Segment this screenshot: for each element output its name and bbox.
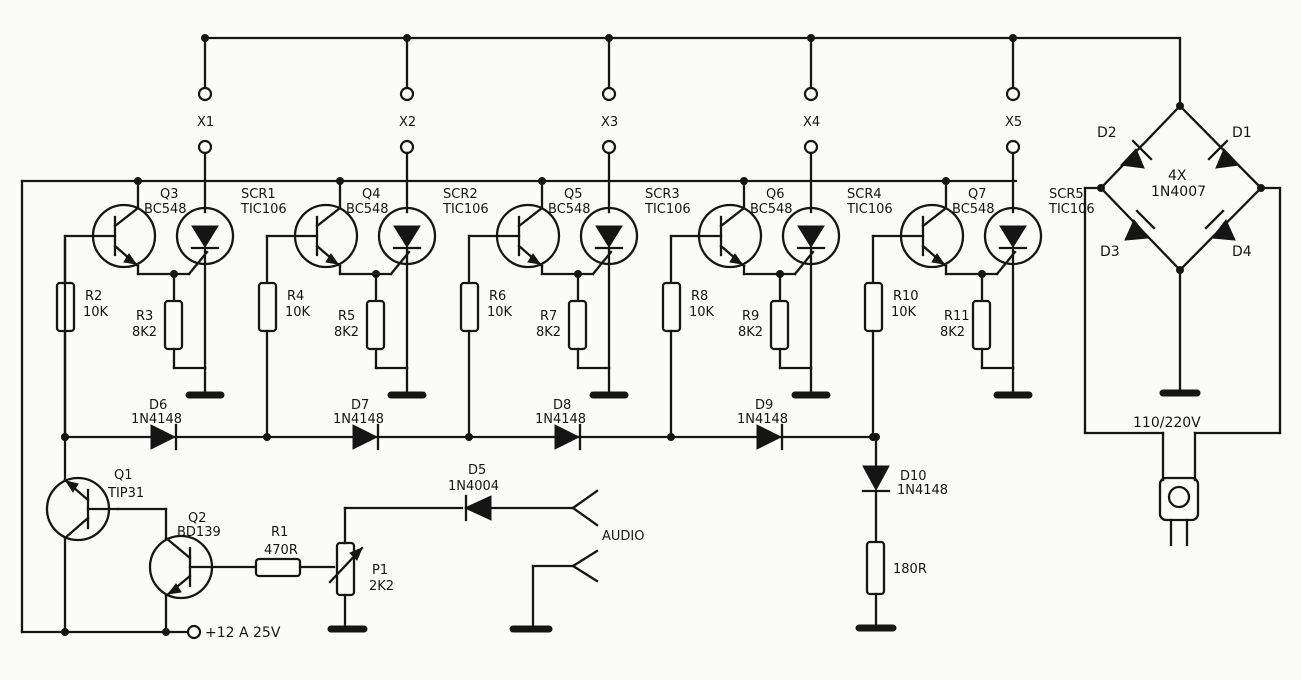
chain-diode-value-label: 1N4148 xyxy=(737,412,788,427)
scr-type-label: TIC106 xyxy=(1048,202,1095,217)
bridge-count-label: 4X xyxy=(1168,168,1187,184)
chain-diode-value-label: 1N4148 xyxy=(333,412,384,427)
output-terminal-bottom[interactable] xyxy=(1005,139,1021,155)
base-resistor-label: R10 xyxy=(893,289,919,304)
d2-label: D2 xyxy=(1097,125,1117,141)
d10-label: D10 xyxy=(900,469,927,484)
base-resistor-label: R4 xyxy=(287,289,304,304)
d1-label: D1 xyxy=(1232,125,1252,141)
pulldown-resistor-label: R5 xyxy=(338,309,355,324)
pulldown-resistor-value-label: 8K2 xyxy=(132,325,157,340)
d3-label: D3 xyxy=(1100,244,1120,260)
output-terminal-bottom[interactable] xyxy=(197,139,213,155)
scr-label: SCR5 xyxy=(1049,187,1084,202)
transistor-label: Q7 xyxy=(968,187,987,202)
transistor-label: Q5 xyxy=(564,187,583,202)
pulldown-resistor-value-label: 8K2 xyxy=(334,325,359,340)
scr-label: SCR4 xyxy=(847,187,882,202)
scr-type-label: TIC106 xyxy=(846,202,893,217)
scr-type-label: TIC106 xyxy=(644,202,691,217)
supply-label: +12 A 25V xyxy=(205,625,281,641)
q2-label: Q2 xyxy=(188,511,207,526)
base-resistor-value-label: 10K xyxy=(891,305,917,320)
pulldown-resistor-value-label: 8K2 xyxy=(940,325,965,340)
base-resistor-value-label: 10K xyxy=(83,305,109,320)
pulldown-resistor-label: R3 xyxy=(136,309,153,324)
output-label: X4 xyxy=(803,115,820,130)
output-label: X3 xyxy=(601,115,618,130)
scr-type-label: TIC106 xyxy=(442,202,489,217)
stage-1: X1 xyxy=(55,34,235,451)
pulldown-resistor-label: R11 xyxy=(944,309,970,324)
q1-label: Q1 xyxy=(114,468,133,483)
q1-type-label: TIP31 xyxy=(107,486,144,501)
transistor-type-label: BC548 xyxy=(952,202,995,217)
stage-2: X2 xyxy=(257,34,437,451)
output-terminal-top[interactable] xyxy=(803,86,819,102)
transistor-label: Q4 xyxy=(362,187,381,202)
transistor-type-label: BC548 xyxy=(750,202,793,217)
bridge-type-label: 1N4007 xyxy=(1151,184,1206,200)
output-terminal-bottom[interactable] xyxy=(601,139,617,155)
stage-3: X3 xyxy=(459,34,639,451)
stage-4: X4 xyxy=(661,34,841,451)
output-label: X2 xyxy=(399,115,416,130)
chain-diode-label: D8 xyxy=(553,398,571,413)
scr-type-label: TIC106 xyxy=(240,202,287,217)
output-label: X5 xyxy=(1005,115,1022,130)
chain-diode-label: D6 xyxy=(149,398,167,413)
output-terminal-top[interactable] xyxy=(197,86,213,102)
base-resistor-label: R2 xyxy=(85,289,102,304)
r1-label: R1 xyxy=(271,525,288,540)
scr-label: SCR3 xyxy=(645,187,680,202)
output-terminal-bottom[interactable] xyxy=(399,139,415,155)
chain-diode-label: D9 xyxy=(755,398,773,413)
audio-label: AUDIO xyxy=(602,529,645,544)
transistor-type-label: BC548 xyxy=(144,202,187,217)
d5-value-label: 1N4004 xyxy=(448,479,499,494)
pulldown-resistor-label: R9 xyxy=(742,309,759,324)
base-resistor-value-label: 10K xyxy=(487,305,513,320)
pulldown-resistor-label: R7 xyxy=(540,309,557,324)
r1-value-label: 470R xyxy=(264,543,298,558)
pulldown-resistor-value-label: 8K2 xyxy=(536,325,561,340)
output-label: X1 xyxy=(197,115,214,130)
transistor-label: Q6 xyxy=(766,187,785,202)
chain-diode-value-label: 1N4148 xyxy=(131,412,182,427)
output-terminal-top[interactable] xyxy=(1005,86,1021,102)
transistor-label: Q3 xyxy=(160,187,179,202)
base-resistor-value-label: 10K xyxy=(689,305,715,320)
tail-resistor-label: 180R xyxy=(893,562,927,577)
base-resistor-label: R6 xyxy=(489,289,506,304)
p1-label: P1 xyxy=(372,563,388,578)
stage-5: X5 xyxy=(863,34,1043,441)
p1-value-label: 2K2 xyxy=(369,579,394,594)
chain-diode-label: D7 xyxy=(351,398,369,413)
scr-label: SCR2 xyxy=(443,187,478,202)
d5-label: D5 xyxy=(468,463,486,478)
bridge-rectifier: D2 D1 D3 D4 4X 1N4007 110/220V xyxy=(1083,102,1282,547)
d10-value-label: 1N4148 xyxy=(897,483,948,498)
tail-branch: D10 1N4148 180R xyxy=(855,433,948,632)
q2-type-label: BD139 xyxy=(177,525,221,540)
scr-label: SCR1 xyxy=(241,187,276,202)
output-terminal-top[interactable] xyxy=(399,86,415,102)
pulldown-resistor-value-label: 8K2 xyxy=(738,325,763,340)
mains-label: 110/220V xyxy=(1133,415,1201,431)
d4-label: D4 xyxy=(1232,244,1252,260)
base-resistor-value-label: 10K xyxy=(285,305,311,320)
base-resistor-label: R8 xyxy=(691,289,708,304)
output-terminal-bottom[interactable] xyxy=(803,139,819,155)
transistor-type-label: BC548 xyxy=(548,202,591,217)
driver-section: Q1 TIP31 Q2 BD139 R1 470R P1 2K2 D5 1N40… xyxy=(45,433,645,641)
chain-diode-value-label: 1N4148 xyxy=(535,412,586,427)
transistor-type-label: BC548 xyxy=(346,202,389,217)
output-terminal-top[interactable] xyxy=(601,86,617,102)
